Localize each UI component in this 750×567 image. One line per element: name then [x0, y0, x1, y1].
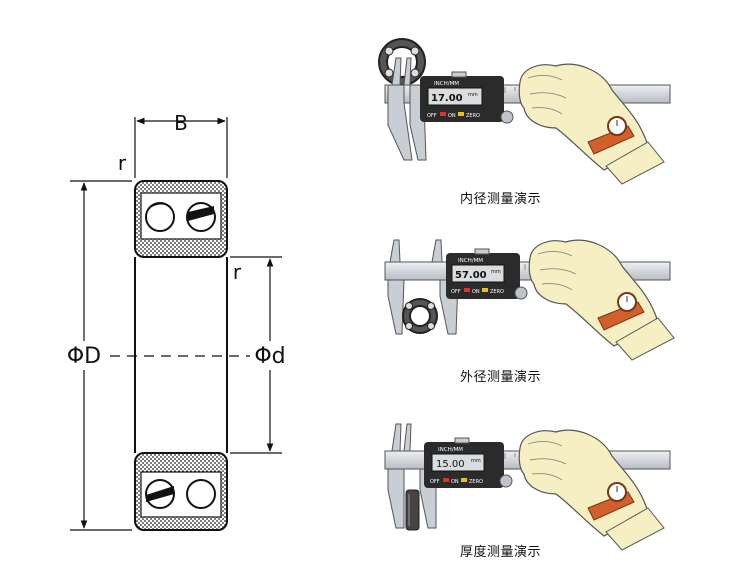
demo-outer-diameter: INCH/MM 57.00 mm OFF ON ZERO: [384, 239, 675, 361]
demo-inner-diameter: INCH/MM 17.00 mm OFF ON ZERO: [378, 38, 671, 185]
lcd-screen: [451, 264, 505, 283]
zero-button: ZERO: [490, 289, 504, 295]
on-button: ON: [448, 113, 456, 119]
off-button: OFF: [427, 113, 437, 119]
bearing-bottom-section: [134, 452, 228, 531]
lcd-readout: 15.00: [436, 459, 465, 470]
lcd-unit: mm: [491, 269, 501, 275]
ball-bearing-icon: [402, 298, 438, 334]
bearing-cross-section: B r r ΦD Φd: [64, 111, 289, 531]
outer-diameter-label: ΦD: [67, 344, 101, 369]
zero-button: ZERO: [466, 113, 480, 119]
caption-thickness: 厚度测量演示: [460, 545, 542, 560]
off-button: OFF: [430, 479, 440, 485]
bearing-top-section: [134, 180, 228, 258]
gloved-hand-icon: [528, 239, 675, 361]
demo-thickness: INCH/MM 15.00 mm OFF ON ZERO: [384, 423, 671, 551]
lcd-screen: [431, 453, 485, 472]
caliper-header: INCH/MM: [458, 258, 483, 264]
caption-outer-diameter: 外径测量演示: [460, 370, 542, 385]
gloved-hand-icon: [518, 429, 665, 551]
caliper-header: INCH/MM: [438, 447, 463, 453]
bearing-side-icon: [405, 489, 420, 531]
gloved-hand-icon: [518, 63, 665, 185]
caption-inner-diameter: 内径测量演示: [460, 192, 542, 207]
width-label: B: [174, 111, 188, 135]
zero-button: ZERO: [469, 479, 483, 485]
inner-diameter-label: Φd: [254, 344, 285, 369]
radius-label-top: r: [118, 151, 127, 175]
lcd-screen: [427, 87, 483, 106]
ring-bearing-icon: [378, 38, 426, 86]
lcd-unit: mm: [471, 458, 481, 464]
caliper-header: INCH/MM: [434, 81, 459, 87]
off-button: OFF: [451, 289, 461, 295]
lcd-unit: mm: [468, 92, 478, 98]
on-button: ON: [451, 479, 459, 485]
lcd-readout: 17.00: [431, 93, 463, 104]
on-button: ON: [472, 289, 480, 295]
radius-label-mid: r: [233, 260, 242, 284]
lcd-readout: 57.00: [455, 270, 487, 281]
